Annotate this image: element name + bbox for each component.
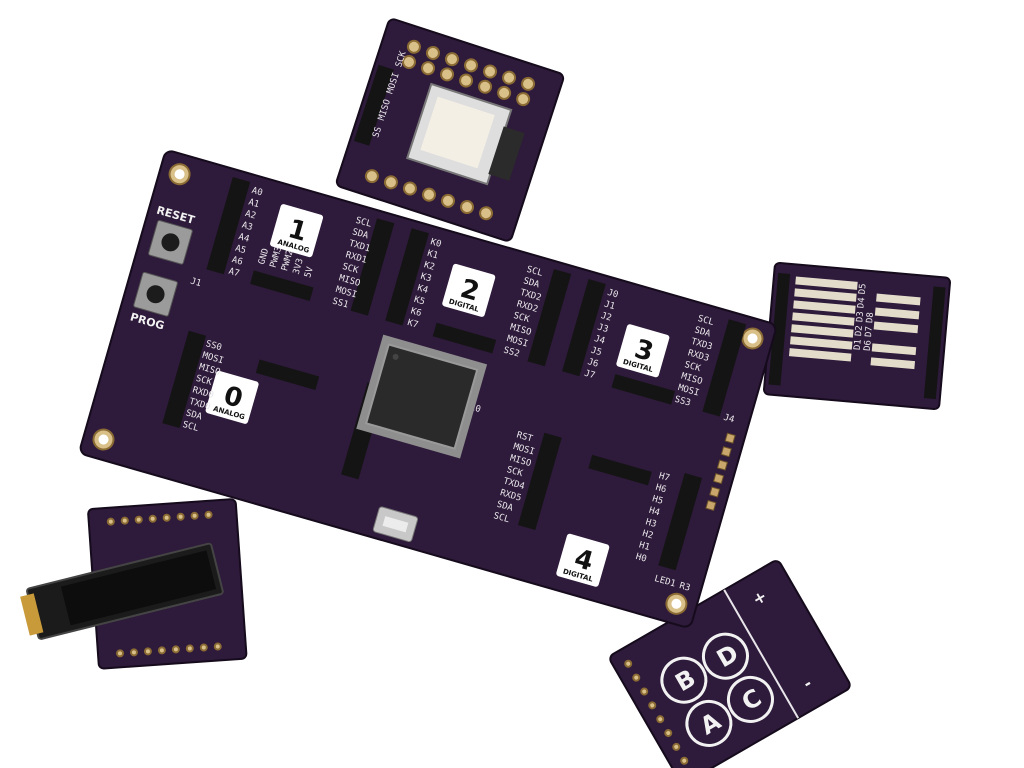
svg-text:K4: K4 <box>416 283 429 296</box>
pins-port1: A0 A1 A2 A3 A4 A5 A6 A7 <box>227 186 263 279</box>
svg-text:A6: A6 <box>231 255 244 268</box>
svg-text:A4: A4 <box>237 232 250 245</box>
svg-text:SCL: SCL <box>492 511 510 525</box>
svg-text:K3: K3 <box>419 272 432 285</box>
led-array <box>788 276 921 370</box>
svg-text:H3: H3 <box>644 517 657 530</box>
label-r3: R3 <box>678 581 691 594</box>
svg-text:J6: J6 <box>586 357 599 370</box>
svg-text:SCK: SCK <box>341 262 360 276</box>
led-label-d4: D4 <box>856 297 867 309</box>
led-module: D1 D2 D3 D4 D5 D6 D7 D8 <box>762 261 952 411</box>
pins-port3: J0 J1 J2 J3 J4 J5 J6 J7 <box>583 288 619 381</box>
svg-text:SDA: SDA <box>522 276 541 290</box>
svg-text:GND: GND <box>257 247 271 265</box>
svg-text:SCL: SCL <box>354 216 372 230</box>
svg-text:SCK: SCK <box>512 311 531 325</box>
sd-label-ss: SS <box>371 126 384 139</box>
svg-text:RST: RST <box>515 430 534 444</box>
button-module: + - A B C D <box>609 560 851 768</box>
svg-text:A7: A7 <box>227 267 240 280</box>
led-label-d3: D3 <box>855 311 866 323</box>
svg-text:K2: K2 <box>423 260 436 273</box>
sd-card-module: SS MISO MOSI SCK <box>335 18 565 242</box>
svg-text:SDA: SDA <box>495 500 514 514</box>
svg-text:SDA: SDA <box>351 227 370 241</box>
svg-text:A0: A0 <box>250 186 263 199</box>
svg-text:A1: A1 <box>247 197 260 210</box>
svg-text:A3: A3 <box>241 221 254 234</box>
button-module-pads <box>624 659 689 765</box>
port-label-3: 3 DIGITAL <box>616 324 670 378</box>
svg-text:H1: H1 <box>638 540 651 553</box>
svg-text:H0: H0 <box>634 552 647 565</box>
led-label-d5: D5 <box>858 283 869 295</box>
svg-text:A5: A5 <box>234 244 247 257</box>
pins-port4: H7 H6 H5 H4 H3 H2 H1 H0 <box>634 471 670 564</box>
led-label-d8: D8 <box>865 312 876 324</box>
svg-text:H2: H2 <box>641 529 654 542</box>
main-board: RESET PROG 1 A <box>79 150 777 628</box>
svg-text:SDA: SDA <box>185 408 204 422</box>
bus-pins-2: SCL SDA TXD2 RXD2 SCK MISO MOSI SS2 <box>502 265 544 360</box>
reset-button[interactable]: RESET <box>144 204 197 265</box>
prog-button[interactable]: PROG <box>129 271 178 333</box>
oled-display <box>20 542 224 640</box>
sd-module-top-holes <box>402 39 536 107</box>
svg-text:SCL: SCL <box>525 265 543 279</box>
svg-text:SDA: SDA <box>693 325 712 339</box>
port-label-1: 1 ANALOG <box>270 204 324 258</box>
svg-text:J1: J1 <box>603 299 616 312</box>
svg-text:K0: K0 <box>429 237 442 250</box>
svg-text:SCK: SCK <box>194 374 213 388</box>
svg-text:H7: H7 <box>658 471 671 484</box>
svg-text:5V: 5V <box>303 265 316 279</box>
svg-text:SCL: SCL <box>696 314 714 328</box>
svg-text:K1: K1 <box>426 249 439 262</box>
svg-text:J4: J4 <box>593 334 606 347</box>
svg-text:SS3: SS3 <box>673 395 691 409</box>
usb-connector[interactable] <box>372 506 419 543</box>
svg-text:SCL: SCL <box>181 420 199 434</box>
led-label-d2: D2 <box>854 325 865 337</box>
svg-text:A2: A2 <box>244 209 257 222</box>
microcontroller-chip <box>356 334 488 459</box>
svg-text:H6: H6 <box>654 483 667 496</box>
svg-text:K5: K5 <box>413 295 426 308</box>
svg-text:3V3: 3V3 <box>292 257 306 275</box>
svg-text:K6: K6 <box>409 306 422 319</box>
svg-text:H4: H4 <box>648 506 661 519</box>
svg-text:SS2: SS2 <box>502 346 520 360</box>
pins-port2: K0 K1 K2 K3 K4 K5 K6 K7 <box>406 237 442 330</box>
svg-text:SS1: SS1 <box>331 296 349 310</box>
svg-text:SCK: SCK <box>683 360 702 374</box>
bus-pins-3: SCL SDA TXD3 RXD3 SCK MISO MOSI SS3 <box>673 314 715 409</box>
label-j4: J4 <box>722 413 735 426</box>
svg-text:J5: J5 <box>590 346 603 359</box>
sd-module-bottom-holes <box>364 169 494 221</box>
svg-text:K7: K7 <box>406 318 419 331</box>
svg-text:J0: J0 <box>606 288 619 301</box>
svg-text:J3: J3 <box>596 323 609 336</box>
svg-text:SS0: SS0 <box>204 339 222 353</box>
label-j1: J1 <box>189 277 202 290</box>
led-label-d7: D7 <box>864 326 875 338</box>
sd-label-sck: SCK <box>394 50 409 69</box>
svg-text:J7: J7 <box>583 369 596 382</box>
edge-pads <box>705 432 736 512</box>
led-label-d6: D6 <box>863 340 874 352</box>
svg-text:H5: H5 <box>651 494 664 507</box>
svg-text:J2: J2 <box>599 311 612 324</box>
port-label-4: 4 DIGITAL <box>556 533 610 587</box>
oled-bottom-pads <box>116 642 222 658</box>
port-label-2: 2 DIGITAL <box>442 263 496 317</box>
sd-card-socket <box>405 82 525 186</box>
oled-top-pads <box>106 510 213 526</box>
svg-text:SCK: SCK <box>505 465 524 479</box>
mounting-holes <box>92 163 764 615</box>
led-label-d1: D1 <box>853 339 864 351</box>
